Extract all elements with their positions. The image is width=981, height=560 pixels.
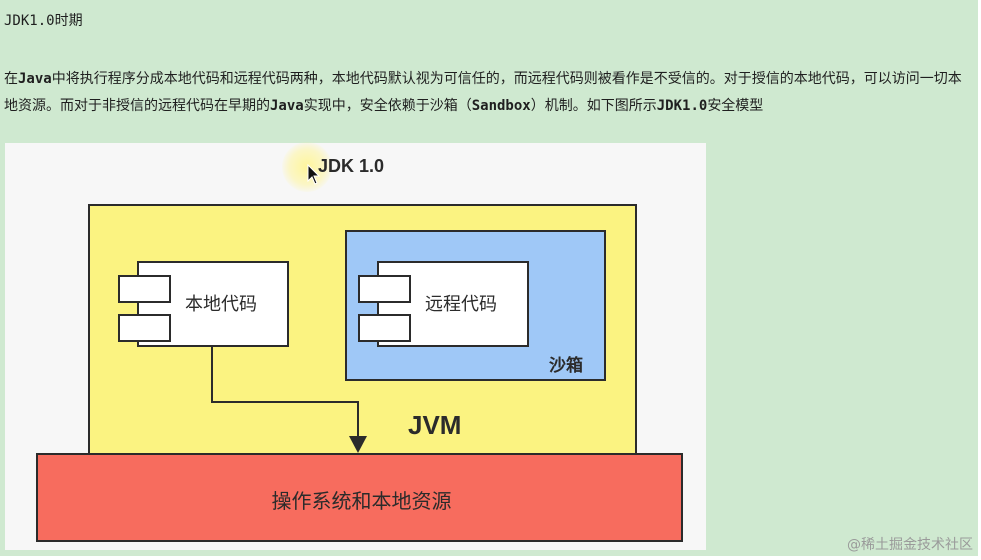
sandbox-label: 沙箱	[549, 356, 583, 376]
cursor-highlight	[282, 142, 332, 192]
paragraph-text: 中将执行程序分成本地代码和远程代码两种，本地代码默认视为可信任的，而远程代码则被…	[4, 71, 962, 114]
paragraph-code: Sandbox	[471, 98, 531, 114]
jvm-label: JVM	[408, 410, 462, 440]
os-resources-box: 操作系统和本地资源	[36, 453, 683, 542]
paragraph-text: 安全模型	[707, 98, 764, 114]
watermark: @稀土掘金技术社区	[847, 537, 973, 553]
paragraph-code: Java	[18, 71, 52, 87]
paragraph-code: JDK1.0	[656, 98, 708, 114]
local-code-module-tab-top	[118, 275, 171, 303]
intro-paragraph: 在Java中将执行程序分成本地代码和远程代码两种，本地代码默认视为可信任的，而远…	[4, 66, 966, 120]
paragraph-text: ）机制。如下图所示	[530, 98, 657, 114]
paragraph-text: 实现中，安全依赖于沙箱（	[303, 98, 472, 114]
remote-code-label: 远程代码	[425, 294, 497, 315]
section-heading: JDK1.0时期	[4, 13, 83, 29]
diagram-title: JDK 1.0	[318, 156, 385, 176]
remote-code-module-tab-top	[358, 275, 411, 303]
local-code-module-tab-bottom	[118, 314, 171, 342]
mouse-cursor-icon	[307, 164, 321, 185]
os-resources-label: 操作系统和本地资源	[271, 489, 452, 513]
remote-code-module-tab-bottom	[358, 314, 411, 342]
local-code-label: 本地代码	[185, 294, 257, 315]
paragraph-code: Java	[270, 98, 304, 114]
paragraph-text: 在	[4, 71, 18, 87]
